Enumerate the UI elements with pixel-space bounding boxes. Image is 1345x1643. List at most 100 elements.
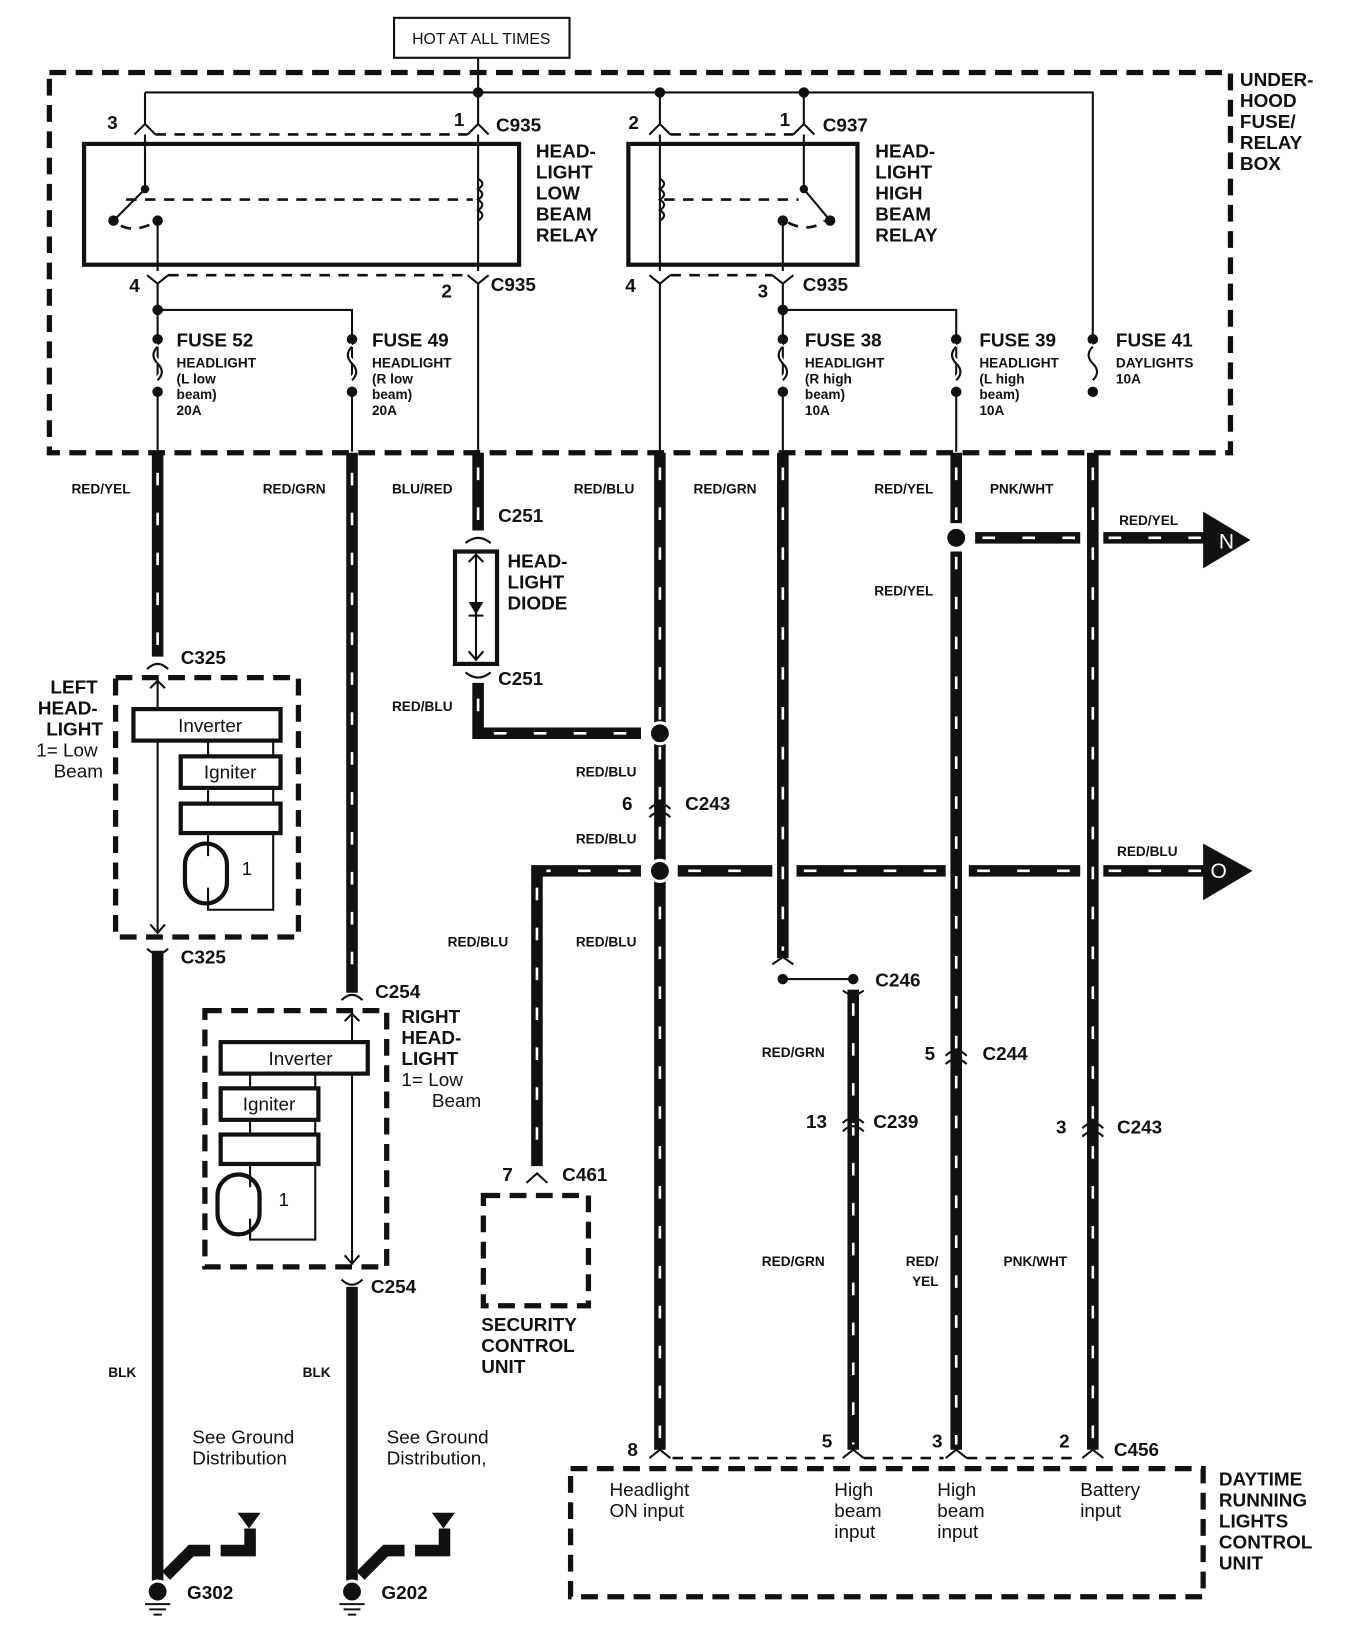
diagram-text: RED/GRN	[762, 1045, 825, 1060]
diagram-text: LEFT	[50, 677, 98, 698]
fuse-41-label: FUSE 41	[1116, 331, 1193, 352]
diagram-text: beam)	[372, 387, 412, 402]
ground-label: G302	[187, 1583, 233, 1604]
diagram-text: FUSE/	[1240, 112, 1296, 133]
diagram-shape	[787, 219, 826, 229]
diagram-text: RIGHT	[401, 1007, 460, 1028]
diagram-text: 13	[806, 1112, 827, 1133]
right-headlight-label: RIGHT HEAD- LIGHT	[401, 1007, 466, 1070]
pin-label: 4	[625, 276, 636, 297]
diagram-text: 6	[622, 794, 633, 815]
fuse-49-desc: HEADLIGHT (R low beam) 20A	[372, 356, 455, 418]
diagram-shape	[215, 1172, 262, 1237]
splice-dot	[140, 184, 150, 194]
diagram-text: SECURITY	[481, 1315, 577, 1336]
diagram-text: See Ground	[192, 1427, 294, 1448]
diagram-text: HIGH	[875, 184, 922, 205]
igniter-label: Igniter	[204, 762, 257, 783]
diagram-shape	[771, 955, 794, 966]
pin-label: 2	[1059, 1432, 1070, 1453]
diagram-shape	[46, 69, 1234, 456]
inverter-label: Inverter	[268, 1049, 332, 1070]
drl-input-battery: Battery input	[1080, 1480, 1145, 1522]
diagram-shape	[468, 601, 484, 615]
power-bus	[143, 57, 1094, 337]
diagram-text: 20A	[372, 403, 397, 418]
diagram-text: 1= Low	[36, 740, 98, 761]
fuse-49: FUSE 49 HEADLIGHT (R low beam) 20A	[345, 331, 455, 418]
right-headlight-note: 1= Low Beam	[401, 1070, 481, 1112]
fuse-49-label: FUSE 49	[372, 331, 449, 352]
diagram-shape	[146, 947, 169, 955]
diagram-shape	[249, 1073, 317, 1089]
diagram-shape	[218, 1132, 321, 1167]
inverter-label: Inverter	[178, 716, 242, 737]
splice-dot	[339, 1579, 365, 1604]
diagram-text: 1= Low	[401, 1070, 463, 1091]
high-beam-relay-label: HEAD- LIGHT HIGH BEAM RELAY	[875, 142, 940, 247]
diagram-shape	[249, 1163, 317, 1241]
drl-input-headlight-on: Headlight ON input	[609, 1480, 694, 1522]
diagram-text: Beam	[54, 761, 103, 782]
bulb-number: 1	[278, 1190, 289, 1211]
low-beam-relay: 3 1 C935 4 2 C935 HEAD- LIGHT LOW BEAM R…	[81, 110, 599, 302]
diagram-shape	[81, 141, 522, 267]
diagram-text: input	[834, 1522, 876, 1543]
fuse-relay-box-label: UNDER- HOOD FUSE/ RELAY BOX	[1240, 70, 1319, 175]
diagram-text: (L high	[979, 371, 1024, 386]
diagram-text: 10A	[805, 403, 830, 418]
connector-label: C935	[496, 115, 541, 136]
diagram-shape	[476, 698, 641, 735]
security-control-unit: 7 C461 SECURITY CONTROL UNIT	[480, 1165, 607, 1378]
diagram-text: RED/	[906, 1254, 939, 1269]
diagram-shape	[392, 16, 571, 59]
diagram-text: LIGHT	[46, 719, 103, 740]
diagram-shape	[648, 122, 816, 136]
connector-label: C456	[1114, 1440, 1159, 1461]
pin-label: 7	[502, 1165, 513, 1186]
diagram-shape	[648, 802, 672, 819]
diagram-text: RUNNING	[1219, 1490, 1307, 1511]
offpage-arrow-o[interactable]: O	[1203, 843, 1253, 901]
offpage-arrow-n[interactable]: N	[1203, 511, 1251, 569]
diagram-text: HEAD-	[401, 1028, 461, 1049]
diagram-shape	[431, 1512, 455, 1529]
diagram-shape	[146, 662, 169, 670]
splice-dot	[647, 858, 672, 883]
diagram-text: beam)	[979, 387, 1019, 402]
diagram-text: RED/GRN	[762, 1254, 825, 1269]
splice-dot	[346, 386, 358, 398]
diagram-shape	[178, 801, 283, 836]
diagram-shape	[464, 536, 492, 544]
diagram-text: HEAD-	[38, 698, 98, 719]
diagram-text: HOOD	[1240, 91, 1297, 112]
diagram-text: RED/GRN	[263, 482, 326, 497]
diagram-text: LOW	[536, 184, 580, 205]
right-headlight: Inverter Igniter 1 C254 C254 RIGHT HEAD-…	[202, 982, 481, 1298]
diagram-shape	[178, 754, 283, 790]
ground-g302: See Ground Distribution G302	[145, 1427, 294, 1616]
diagram-text: beam	[937, 1501, 984, 1522]
diagram-shape	[464, 671, 492, 679]
diagram-shape	[950, 345, 962, 382]
connector-label: C251	[498, 506, 543, 527]
left-headlight: Inverter Igniter 1 C325 C325 LEFT HEAD- …	[36, 648, 302, 968]
diagram-text: RED/BLU	[576, 764, 637, 779]
wire-labels: RED/YEL RED/GRN BLU/RED RED/BLU RED/GRN …	[71, 482, 1178, 1380]
pin-label: 5	[822, 1432, 833, 1453]
diagram-shape	[218, 1040, 370, 1076]
drl-input-high-beam-1: High beam input	[834, 1480, 887, 1543]
diagram-text: DIODE	[508, 593, 568, 614]
diagram-text: RELAY	[1240, 133, 1303, 154]
pin-label: 1	[454, 110, 465, 131]
diagram-shape	[207, 833, 275, 911]
fuse-41-desc: DAYLIGHTS 10A	[1116, 356, 1197, 387]
wire-red-blu-security	[531, 865, 641, 1167]
diagram-text: C246	[875, 970, 920, 991]
diagram-text: RED/YEL	[874, 584, 933, 599]
diagram-text: Distribution	[192, 1448, 287, 1469]
diagram-shape	[207, 740, 275, 757]
diagram-text: C244	[982, 1044, 1028, 1065]
pin-label: 3	[758, 281, 769, 302]
diagram-shape	[1203, 511, 1251, 569]
